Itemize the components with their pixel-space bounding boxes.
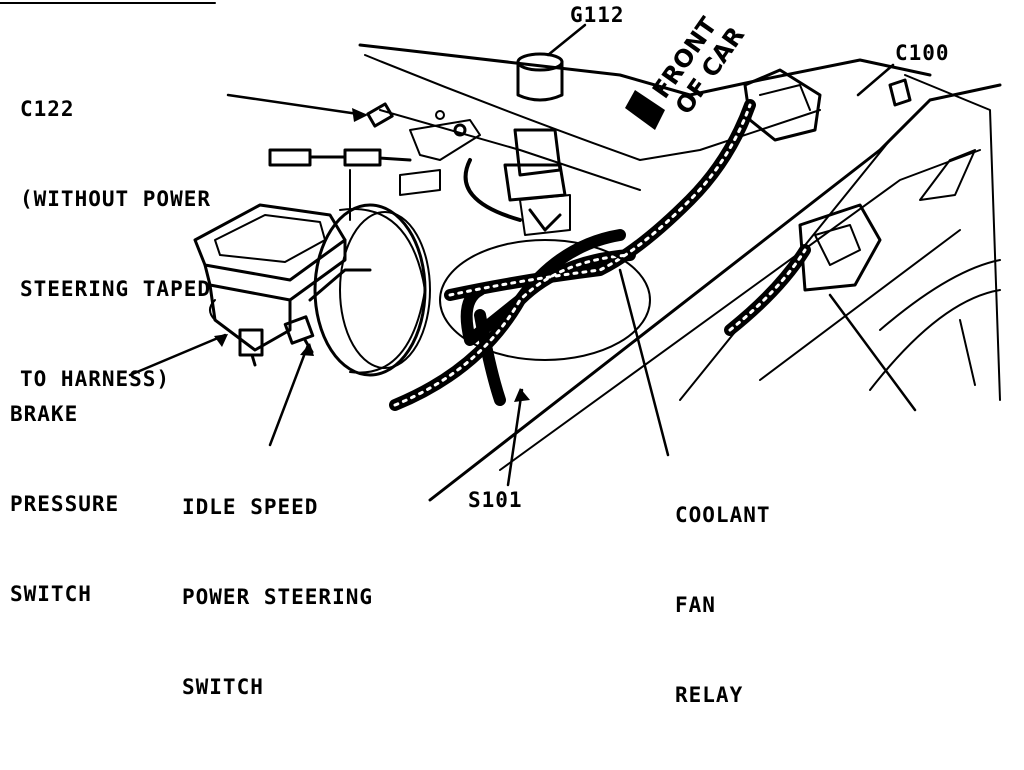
- c122-label: C122 (WITHOUT POWER STEERING TAPED TO HA…: [20, 34, 211, 454]
- front-of-car-arrow: [625, 90, 665, 130]
- fender-edge: [428, 83, 1002, 502]
- diagram-drawing: FRONT OF CAR: [0, 2, 1002, 502]
- brake-pressure-switch-part: [238, 328, 264, 367]
- coolant-line-3: RELAY: [675, 683, 744, 707]
- c122-line-3: STEERING TAPED: [20, 277, 212, 301]
- idle-line-2: POWER STEERING: [182, 585, 374, 609]
- idle-line-1: IDLE SPEED: [182, 495, 319, 519]
- g112-ground-part: [516, 52, 564, 102]
- brake-line-3: SWITCH: [10, 582, 92, 606]
- c100-connector-part: [798, 78, 912, 292]
- s101-label: S101: [468, 488, 523, 512]
- coolant-fan-relay-part: [743, 68, 822, 142]
- c100-label: C100: [895, 41, 950, 65]
- coolant-fan-relay-label: COOLANT FAN RELAY: [675, 440, 771, 770]
- brake-line-2: PRESSURE: [10, 492, 120, 516]
- idle-speed-switch-label: IDLE SPEED POWER STEERING SWITCH: [182, 432, 373, 762]
- coolant-line-1: COOLANT: [675, 503, 771, 527]
- g112-label: G112: [570, 3, 625, 27]
- c122-connector-area: [268, 102, 481, 221]
- engine-compartment-diagram: FRONT OF CAR G112 C100 C122 (WITHOUT POW…: [0, 2, 1002, 707]
- c122-line-4: TO HARNESS): [20, 367, 171, 391]
- cowl-edge: [358, 43, 932, 97]
- brake-line-1: BRAKE: [10, 402, 79, 426]
- c122-line-2: (WITHOUT POWER: [20, 187, 212, 211]
- coolant-line-2: FAN: [675, 593, 716, 617]
- front-of-car-label: FRONT OF CAR: [647, 12, 750, 120]
- leader-lines: [128, 23, 917, 487]
- master-cylinder: [193, 203, 347, 352]
- idle-line-3: SWITCH: [182, 675, 264, 699]
- c122-line-1: C122: [20, 97, 75, 121]
- idle-speed-switch-part: [283, 268, 372, 354]
- brake-booster: [313, 203, 431, 377]
- relay-center-block: [503, 128, 571, 236]
- brake-pressure-switch-label: BRAKE PRESSURE SWITCH: [10, 339, 119, 669]
